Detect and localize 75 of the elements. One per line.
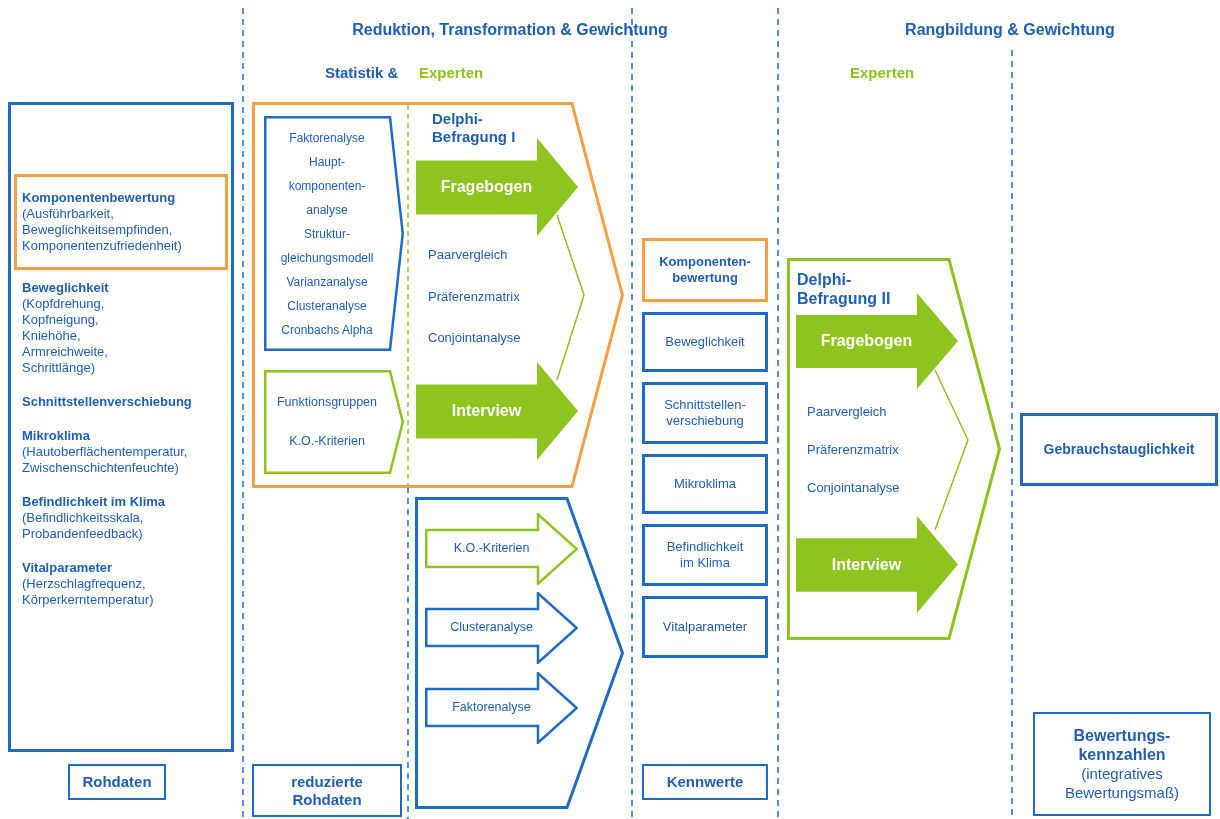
outline-arrow bbox=[425, 672, 578, 744]
node-label: Struktur- gleichungsmodell bbox=[279, 225, 375, 267]
heading-text: Vitalparameter bbox=[22, 560, 114, 576]
outline-arrow bbox=[425, 513, 578, 585]
node-label: Kennwerte bbox=[666, 771, 744, 792]
heading-text: Komponentenbewertung bbox=[22, 190, 176, 206]
method-label: Paarvergleich bbox=[807, 404, 887, 420]
stage-box bbox=[1033, 712, 1211, 816]
node-label: Bewertungs- kennzahlen bbox=[1072, 726, 1172, 764]
block-arrow bbox=[796, 516, 958, 613]
block-arrow bbox=[796, 293, 958, 389]
description-text: (Kopfdrehung, Kopfneigung, Kniehöhe, Armreichweite, Schrittlänge) bbox=[22, 296, 109, 376]
section-heading: Experten bbox=[850, 63, 916, 83]
indicator-box bbox=[642, 596, 768, 658]
arrow-label: Fragebogen bbox=[440, 177, 533, 198]
method-label: Präferenzmatrix bbox=[807, 442, 899, 458]
node-label: Mikroklima bbox=[673, 476, 737, 492]
node-label: K.O.-Kriterien bbox=[289, 433, 365, 450]
description-text: (Hautoberflächentemperatur, Zwischenschichtenfeuchte) bbox=[22, 444, 189, 476]
heading-text: Beweglichkeit bbox=[22, 280, 110, 296]
arrow-label: Fragebogen bbox=[820, 331, 913, 352]
description-text: (Ausführbarkeit, Beweglichkeitsempfinden, Komponentenzufriedenheit) bbox=[22, 206, 183, 254]
method-label: Präferenzmatrix bbox=[428, 289, 520, 305]
node-label: Varianzanalyse bbox=[285, 273, 369, 291]
arrow-label: Interview bbox=[831, 554, 902, 575]
heading-text: Mikroklima bbox=[22, 428, 91, 444]
highlight-box bbox=[14, 174, 228, 270]
outline-arrow bbox=[425, 592, 578, 664]
node-label: Schnittstellen- verschiebung bbox=[663, 397, 747, 429]
arrow-label: Faktorenalyse bbox=[452, 699, 531, 717]
section-heading: Reduktion, Transformation & Gewichtung bbox=[351, 20, 669, 40]
method-pentagon bbox=[787, 258, 1001, 640]
node-label: Rohdaten bbox=[82, 771, 152, 792]
stage-box bbox=[68, 764, 166, 800]
statistics-pentagon bbox=[264, 116, 404, 351]
indicator-box bbox=[642, 382, 768, 444]
heading-text: Schnittstellenverschiebung bbox=[22, 394, 193, 410]
description-text: (Herzschlagfrequenz, Körperkerntemperatur) bbox=[22, 576, 155, 608]
node-label: Gebrauchstauglichkeit bbox=[1043, 440, 1195, 459]
node-label: Faktorenalyse bbox=[288, 129, 366, 147]
node-label: Beweglichkeit bbox=[665, 334, 745, 350]
node-label: Funktionsgruppen bbox=[276, 394, 378, 412]
section-heading: Rangbildung & Gewichtung bbox=[904, 20, 1116, 40]
node-label: (integratives Bewertungsmaß) bbox=[1063, 764, 1181, 802]
node-label: Komponenten- bewertung bbox=[658, 254, 752, 286]
indicator-box bbox=[642, 524, 768, 586]
node-label: reduzierte Rohdaten bbox=[290, 772, 364, 809]
result-box bbox=[1020, 413, 1218, 486]
criteria-pentagon bbox=[264, 370, 404, 474]
heading-text: Delphi- Befragung I bbox=[432, 110, 517, 146]
stage-box bbox=[642, 764, 768, 800]
node-label: Cronbachs Alpha bbox=[280, 321, 374, 339]
section-heading: Statistik & bbox=[325, 63, 400, 83]
method-label: Conjointanalyse bbox=[807, 480, 900, 496]
description-text: (Befindlichkeitsskala, Probandenfeedback) bbox=[22, 510, 145, 542]
arrow-label: K.O.-Kriterien bbox=[453, 540, 530, 558]
node-label: Befindlichkeit im Klima bbox=[665, 539, 745, 571]
method-label: Paarvergleich bbox=[428, 247, 508, 263]
stage-box bbox=[252, 764, 402, 817]
section-heading: Experten bbox=[419, 63, 485, 83]
arrow-label: Interview bbox=[451, 401, 522, 422]
method-label: Conjointanalyse bbox=[428, 330, 521, 346]
heading-text: Delphi- Befragung II bbox=[797, 270, 892, 308]
indicator-box bbox=[642, 454, 768, 514]
indicator-box bbox=[642, 238, 768, 302]
node-label: Clusteranalyse bbox=[286, 297, 368, 315]
raw-data-panel bbox=[8, 102, 234, 752]
method-pentagon bbox=[252, 102, 624, 488]
block-arrow bbox=[416, 362, 578, 460]
heading-text: Befindlichkeit im Klima bbox=[22, 494, 167, 510]
arrow-label: Clusteranalyse bbox=[450, 619, 533, 637]
node-label: Vitalparameter bbox=[662, 619, 748, 635]
method-pentagon bbox=[415, 497, 624, 809]
node-label: Haupt- komponenten- analyse bbox=[287, 153, 367, 219]
indicator-box bbox=[642, 312, 768, 372]
